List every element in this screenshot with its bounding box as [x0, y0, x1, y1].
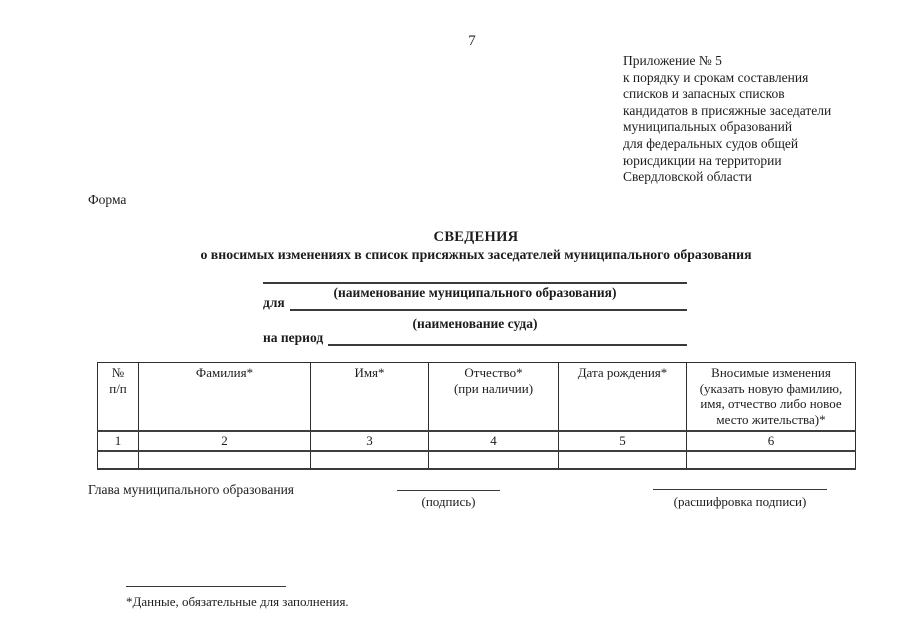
- document-title: СВЕДЕНИЯ: [433, 229, 519, 245]
- empty-cell: [558, 450, 687, 470]
- period-fill-line: [328, 329, 687, 346]
- court-field-row: для: [263, 294, 687, 311]
- table-header-row: № п/п Фамилия* Имя* Отчество* (при налич…: [97, 362, 856, 432]
- column-number: 4: [428, 430, 559, 452]
- appendix-line: Свердловской области: [623, 169, 752, 185]
- court-caption: (наименование суда): [412, 316, 538, 331]
- appendix-line: кандидатов в присяжные заседатели: [623, 102, 832, 118]
- header-row-number: № п/п: [97, 362, 139, 432]
- municipality-fill-line: [263, 282, 687, 284]
- empty-cell: [686, 450, 856, 470]
- appendix-line: для федеральных судов общей: [623, 135, 799, 151]
- appendix-line: списков и запасных списков: [623, 86, 785, 102]
- period-label: на период: [263, 330, 324, 345]
- period-field-row: на период: [263, 329, 687, 346]
- appendix-block: Приложение № 5 к порядку и срокам состав…: [623, 53, 868, 186]
- header-patronymic: Отчество* (при наличии): [428, 362, 559, 432]
- court-fill-line: [289, 294, 687, 311]
- municipality-caption: (наименование муниципального образования…: [333, 285, 617, 300]
- column-number: 6: [686, 430, 856, 452]
- signature-transcript-line: [653, 489, 827, 490]
- changes-table: № п/п Фамилия* Имя* Отчество* (при налич…: [97, 362, 856, 470]
- document-subtitle: о вносимых изменениях в список присяжных…: [200, 247, 752, 262]
- empty-cell: [310, 450, 429, 470]
- column-number: 1: [97, 430, 139, 452]
- appendix-line: муниципальных образований: [623, 119, 793, 135]
- column-number: 2: [138, 430, 311, 452]
- signature-caption: (подпись): [421, 494, 476, 509]
- document-title-block: СВЕДЕНИЯ о вносимых изменениях в список …: [97, 229, 855, 263]
- empty-cell: [97, 450, 139, 470]
- column-number: 3: [310, 430, 429, 452]
- header-name: Имя*: [310, 362, 429, 432]
- for-label: для: [263, 295, 285, 310]
- appendix-line: Приложение № 5: [623, 53, 722, 68]
- appendix-line: юрисдикции на территории: [623, 152, 782, 168]
- header-birthdate: Дата рождения*: [558, 362, 687, 432]
- header-surname: Фамилия*: [138, 362, 311, 432]
- header-changes: Вносимые изменения (указать новую фамили…: [686, 362, 856, 432]
- empty-cell: [428, 450, 559, 470]
- table-column-numbers-row: 1 2 3 4 5 6: [97, 430, 856, 452]
- signature-transcript-caption: (расшифровка подписи): [673, 494, 807, 509]
- signatory-title: Глава муниципального образования: [88, 482, 295, 497]
- page-number: 7: [468, 33, 476, 49]
- footnote-text: *Данные, обязательные для заполнения.: [126, 594, 349, 609]
- empty-cell: [138, 450, 311, 470]
- table-empty-row: [97, 450, 856, 470]
- appendix-line: к порядку и срокам составления: [623, 69, 809, 85]
- column-number: 5: [558, 430, 687, 452]
- form-label: Форма: [88, 192, 127, 207]
- signature-line: [397, 490, 500, 491]
- footnote-rule: [126, 586, 286, 587]
